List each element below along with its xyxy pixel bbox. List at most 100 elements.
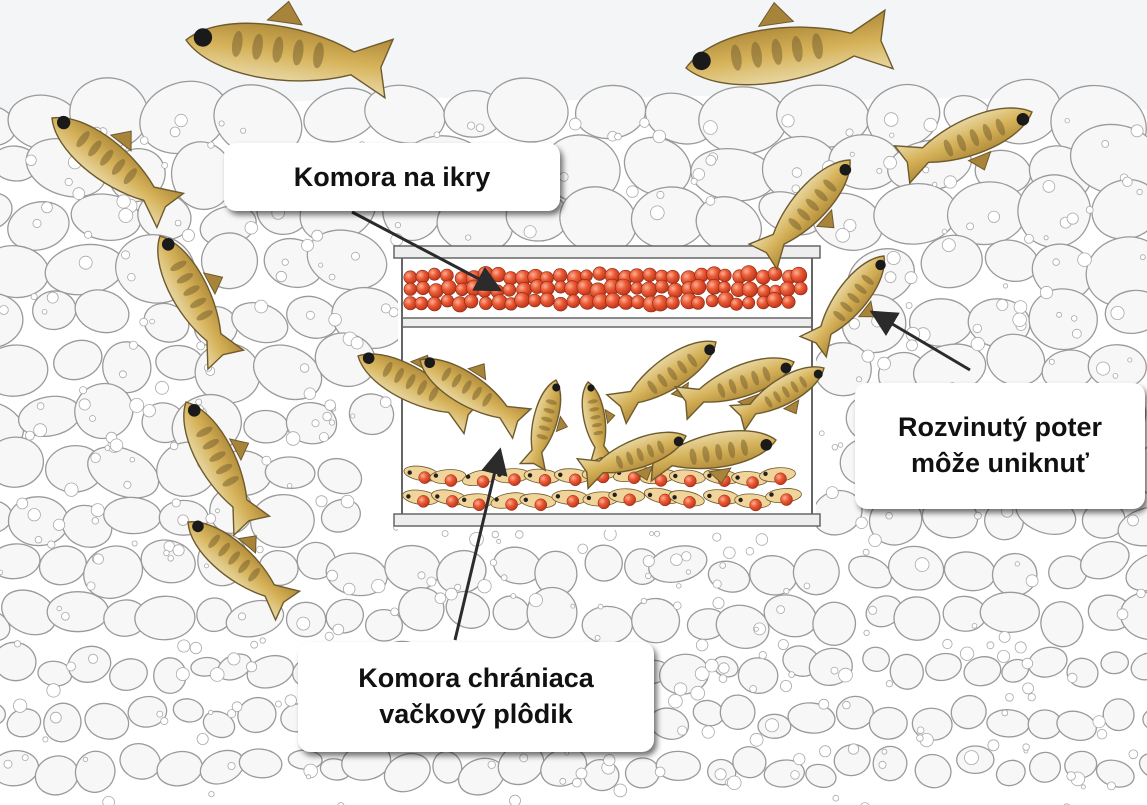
gravel-pebble bbox=[67, 662, 76, 671]
gravel-pebble bbox=[720, 563, 726, 569]
gravel-pebble bbox=[312, 230, 323, 241]
gravel-pebble bbox=[260, 638, 265, 643]
gravel-pebble bbox=[974, 512, 981, 519]
fish-egg-icon bbox=[464, 295, 478, 309]
gravel-pebble bbox=[1131, 125, 1143, 137]
gravel-pebble bbox=[886, 512, 893, 519]
gravel-pebble bbox=[351, 414, 355, 418]
gravel-pebble bbox=[942, 239, 955, 252]
gravel-pebble bbox=[839, 668, 853, 682]
fish-egg-icon bbox=[428, 268, 440, 280]
gravel-pebble bbox=[73, 188, 85, 200]
yolk-sac bbox=[684, 475, 696, 487]
fish-egg-icon bbox=[691, 279, 706, 294]
fry-eye bbox=[769, 492, 773, 496]
fish-egg-icon bbox=[553, 269, 567, 283]
gravel-pebble bbox=[677, 584, 682, 589]
gravel-pebble bbox=[524, 226, 536, 238]
gravel-pebble bbox=[917, 727, 924, 734]
yolk-sac bbox=[477, 476, 489, 488]
gravel-pebble bbox=[170, 127, 180, 137]
gravel-pebble bbox=[256, 546, 263, 553]
gravel-stone-icon bbox=[869, 707, 908, 740]
fry-eye bbox=[587, 496, 591, 500]
gravel-pebble bbox=[573, 778, 582, 787]
gravel-pebble bbox=[89, 654, 98, 663]
gravel-pebble bbox=[650, 206, 664, 220]
gravel-pebble bbox=[1123, 177, 1133, 187]
gravel-pebble bbox=[1072, 329, 1081, 338]
gravel-pebble bbox=[1006, 693, 1014, 701]
gravel-pebble bbox=[1111, 306, 1124, 319]
gravel-pebble bbox=[0, 306, 8, 315]
gravel-pebble bbox=[53, 519, 64, 530]
gravel-pebble bbox=[110, 439, 123, 452]
gravel-pebble bbox=[754, 627, 758, 631]
fish-egg-icon bbox=[641, 282, 657, 298]
gravel-pebble bbox=[657, 191, 664, 198]
fry-eye bbox=[524, 498, 528, 502]
gravel-pebble bbox=[35, 536, 42, 543]
gravel-pebble bbox=[1057, 312, 1062, 317]
gravel-pebble bbox=[856, 377, 861, 382]
gravel-pebble bbox=[917, 735, 924, 742]
fry-eye bbox=[672, 495, 676, 499]
box-divider bbox=[402, 318, 812, 327]
gravel-pebble bbox=[164, 550, 170, 556]
gravel-pebble bbox=[906, 303, 912, 309]
gravel-pebble bbox=[595, 635, 600, 640]
gravel-pebble bbox=[143, 405, 155, 417]
gravel-pebble bbox=[1117, 609, 1128, 620]
yolk-sac bbox=[417, 495, 429, 507]
gravel-pebble bbox=[863, 549, 869, 555]
gravel-pebble bbox=[434, 132, 440, 138]
gravel-pebble bbox=[161, 718, 168, 725]
gravel-pebble bbox=[0, 570, 3, 574]
fry-eye bbox=[408, 470, 412, 474]
gravel-pebble bbox=[42, 309, 47, 314]
gravel-pebble bbox=[804, 583, 810, 589]
gravel-pebble bbox=[1107, 782, 1115, 790]
fry-eye bbox=[613, 493, 617, 497]
gravel-pebble bbox=[832, 444, 838, 450]
gravel-pebble bbox=[655, 531, 660, 536]
sac-fry-chamber-line-2: vačkový plôdik bbox=[298, 697, 654, 733]
fry-eye bbox=[435, 494, 439, 498]
gravel-pebble bbox=[820, 746, 831, 757]
gravel-pebble bbox=[696, 639, 708, 651]
fish-egg-icon bbox=[692, 296, 705, 309]
gravel-pebble bbox=[286, 432, 300, 446]
gravel-pebble bbox=[1086, 206, 1093, 213]
gravel-pebble bbox=[1068, 673, 1077, 682]
gravel-pebble bbox=[4, 760, 12, 768]
gravel-pebble bbox=[967, 223, 974, 230]
gravel-pebble bbox=[843, 701, 851, 709]
yolk-sac bbox=[539, 474, 551, 486]
gravel-pebble bbox=[219, 121, 224, 126]
gravel-pebble bbox=[905, 272, 917, 284]
gravel-pebble bbox=[1128, 358, 1132, 362]
gravel-pebble bbox=[312, 420, 319, 427]
gravel-pebble bbox=[615, 133, 622, 140]
fish-egg-icon bbox=[706, 295, 718, 307]
fish-egg-icon bbox=[718, 281, 730, 293]
gravel-pebble bbox=[973, 324, 982, 333]
gravel-pebble bbox=[130, 398, 144, 412]
fish-egg-icon bbox=[478, 285, 491, 298]
gravel-pebble bbox=[862, 350, 874, 362]
gravel-pebble bbox=[466, 235, 471, 240]
gravel-pebble bbox=[869, 606, 877, 614]
gravel-pebble bbox=[190, 642, 201, 653]
gravel-pebble bbox=[756, 534, 768, 546]
fish-egg-icon bbox=[415, 297, 428, 310]
gravel-pebble bbox=[245, 222, 258, 235]
fish-egg-icon bbox=[554, 297, 568, 311]
gravel-pebble bbox=[427, 577, 436, 586]
gravel-pebble bbox=[782, 115, 794, 127]
fish-egg-icon bbox=[655, 280, 668, 293]
gravel-pebble bbox=[47, 292, 58, 303]
gravel-pebble bbox=[341, 495, 354, 508]
gravel-pebble bbox=[22, 755, 28, 761]
gravel-pebble bbox=[559, 173, 568, 182]
gravel-pebble bbox=[819, 431, 824, 436]
